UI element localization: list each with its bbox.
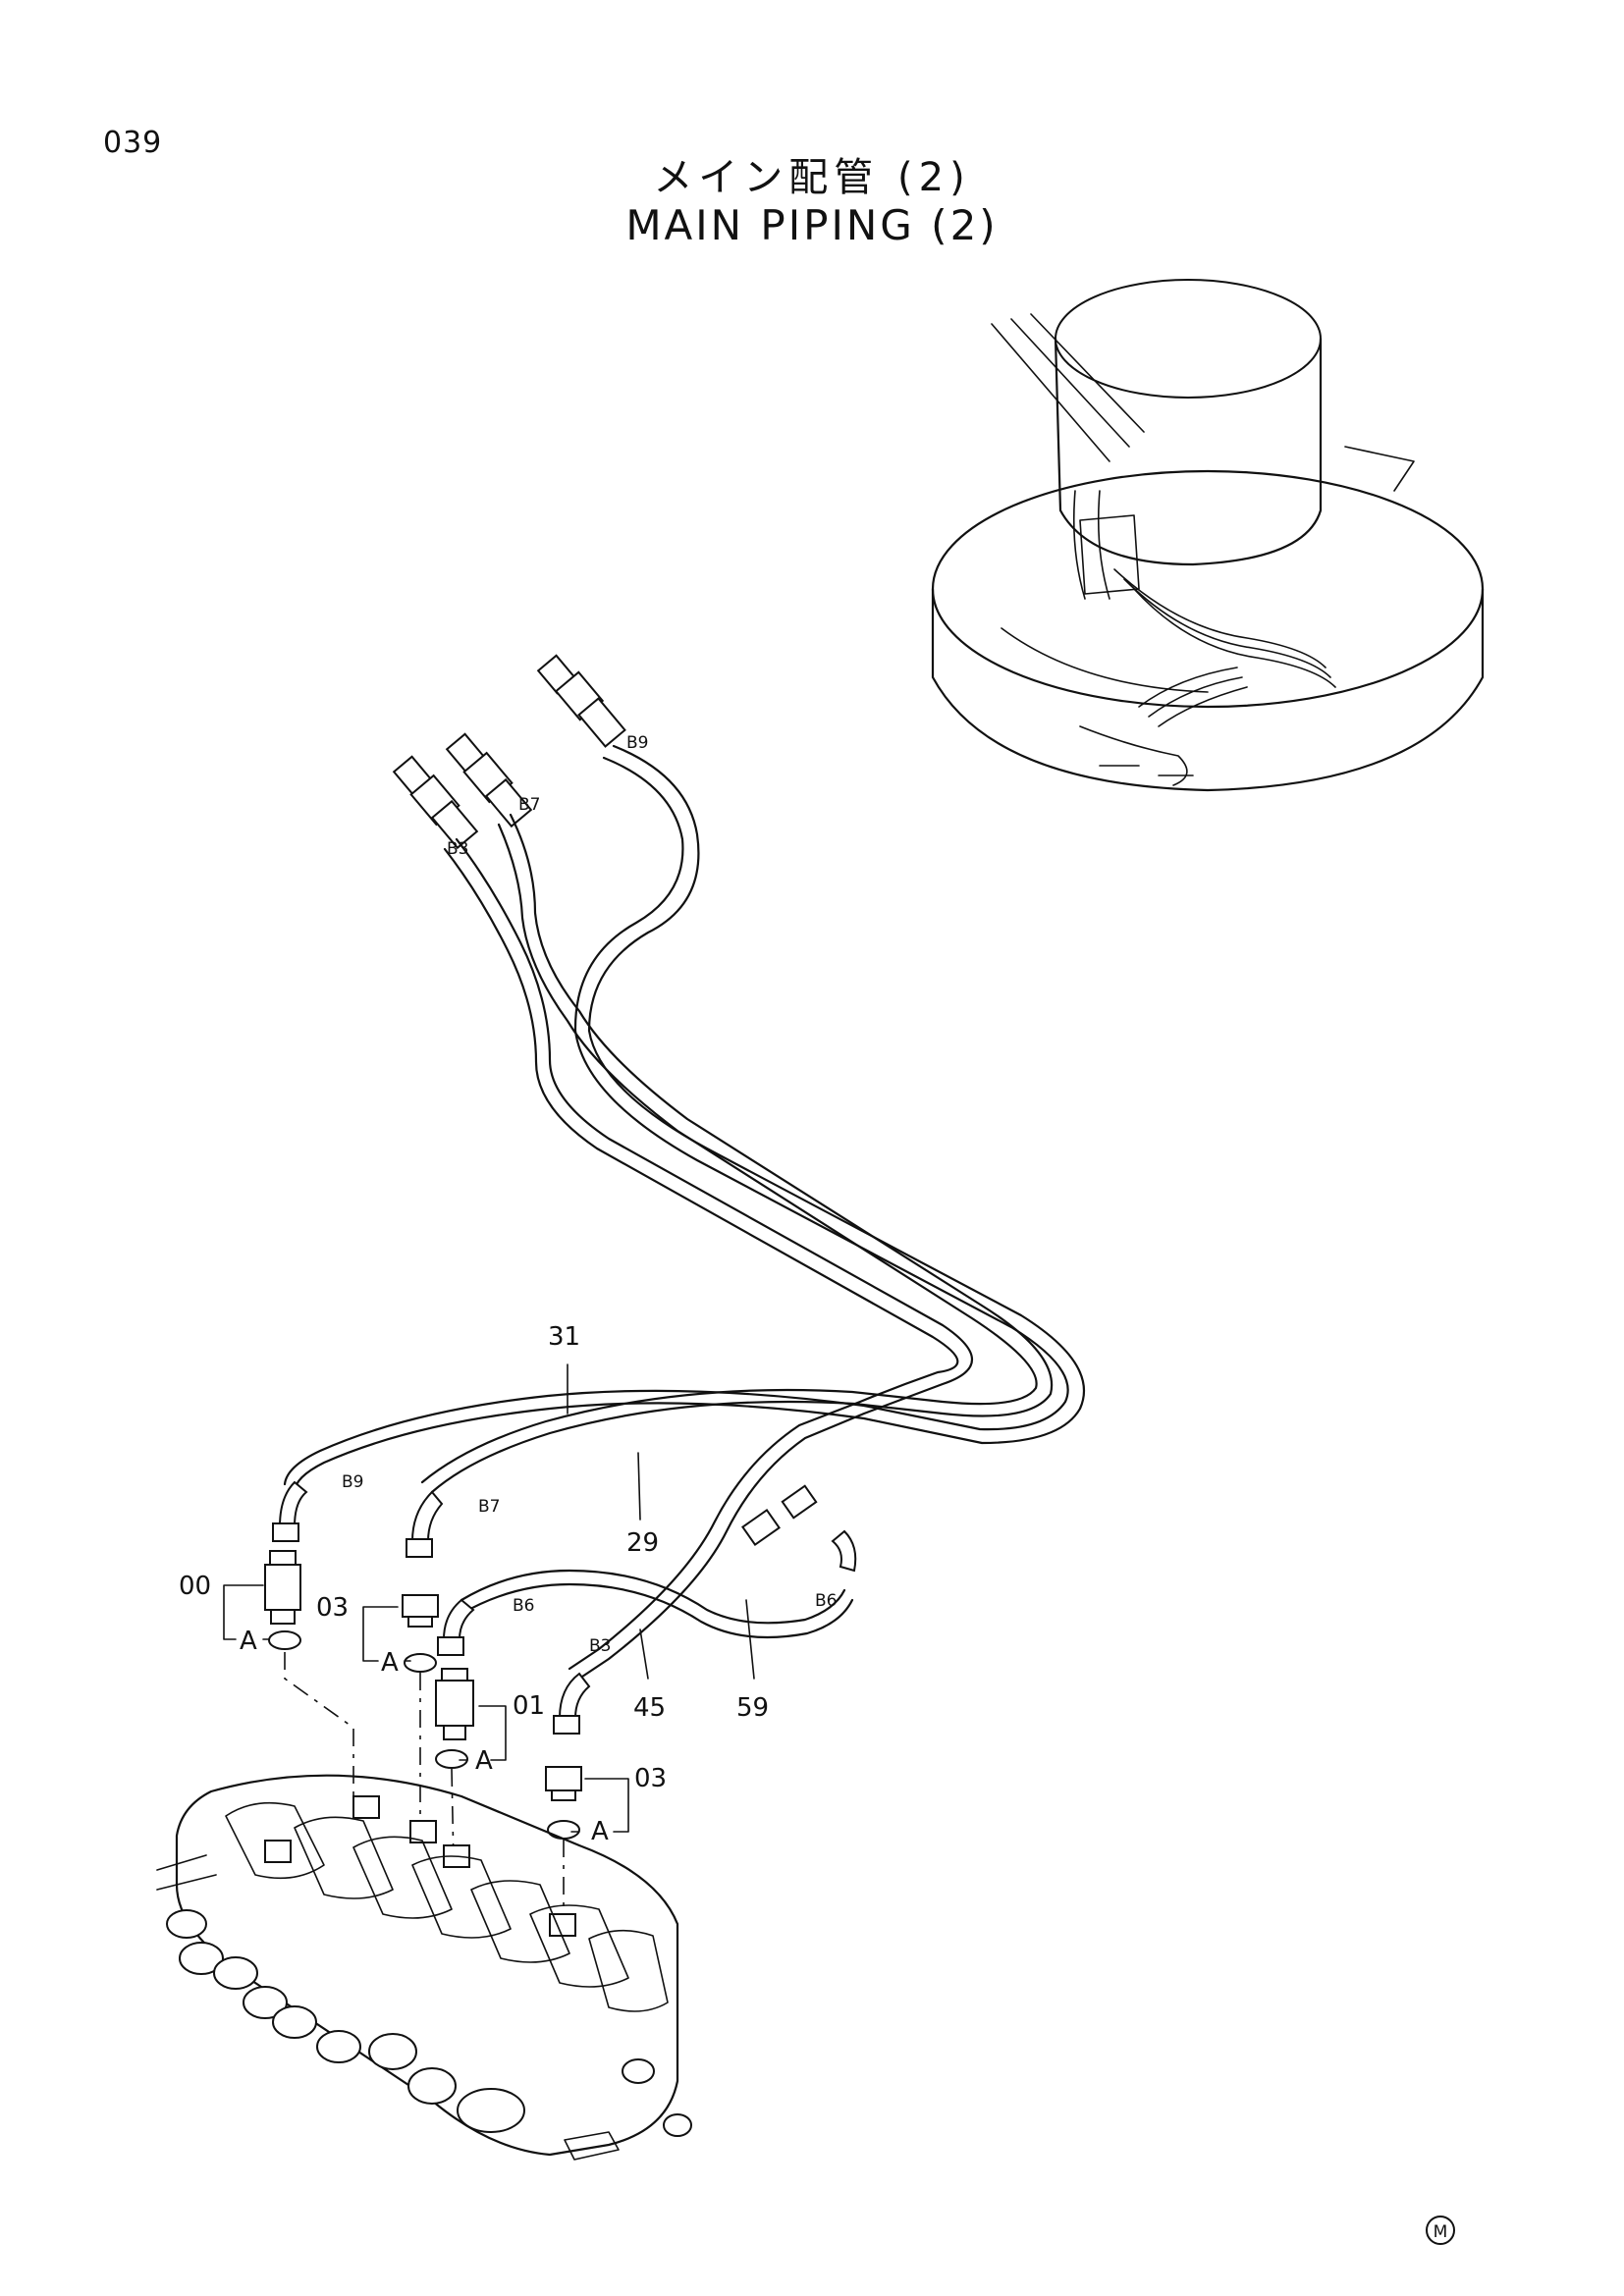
swing-assembly-drawing xyxy=(931,279,1485,792)
lower-elbow-fittings xyxy=(272,1480,857,1735)
port-mark-low-b6-left: B6 xyxy=(513,1596,534,1616)
upper-hose-fittings xyxy=(392,654,626,850)
port-mark-low-b7: B7 xyxy=(478,1497,500,1517)
adapters xyxy=(264,1550,582,1840)
ref-a-3: A xyxy=(475,1746,493,1776)
port-mark-low-b6-right: B6 xyxy=(815,1591,837,1611)
footer-mark: M xyxy=(1426,2216,1455,2245)
title-english: MAIN PIPING (2) xyxy=(625,201,999,249)
ref-a-4: A xyxy=(591,1817,609,1846)
callout-03-upper: 03 xyxy=(316,1593,349,1623)
port-mark-top-b9: B9 xyxy=(626,733,648,753)
port-mark-top-b7: B7 xyxy=(518,795,540,815)
callout-00: 00 xyxy=(179,1572,211,1601)
callout-01: 01 xyxy=(513,1691,545,1721)
callout-03-lower: 03 xyxy=(634,1764,667,1793)
title-japanese: メイン配管 (2) xyxy=(653,155,971,200)
footer-mark-letter: M xyxy=(1434,2222,1448,2242)
page-number: 039 xyxy=(103,126,163,160)
callout-45: 45 xyxy=(633,1693,666,1723)
callout-29: 29 xyxy=(626,1528,659,1558)
control-valve xyxy=(156,1774,692,2161)
ref-a-1: A xyxy=(240,1627,257,1656)
port-mark-low-b3: B3 xyxy=(589,1636,611,1656)
callout-59: 59 xyxy=(736,1693,769,1723)
callout-leaders xyxy=(223,1363,755,1833)
hose-bundle xyxy=(283,744,1085,1681)
port-mark-top-b3: B3 xyxy=(447,839,468,859)
callout-31: 31 xyxy=(548,1322,580,1352)
ref-a-2: A xyxy=(381,1648,399,1678)
port-mark-low-b9: B9 xyxy=(342,1472,363,1492)
